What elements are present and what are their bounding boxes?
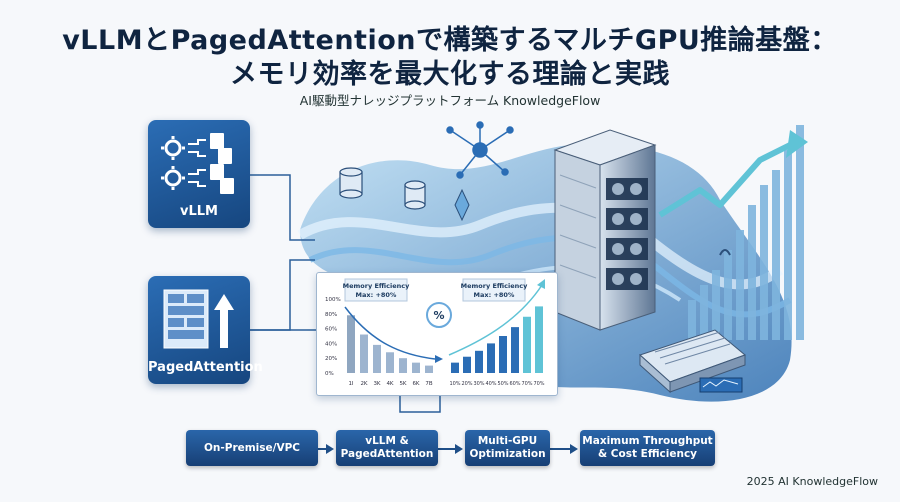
page-title-line1: vLLMとPagedAttentionで構築するマルチGPU推論基盤： — [62, 25, 838, 56]
right-x-tick-label: 60% — [509, 381, 520, 387]
refresh-icon — [426, 302, 452, 328]
vllm-card-label: vLLM — [180, 204, 218, 219]
right-x-tick-label: 10% — [449, 381, 460, 387]
memory-efficiency-panel: Memory Efficiency Max: +80% Memory Effic… — [316, 272, 558, 396]
center-symbol: % — [433, 309, 444, 322]
left-callout-title: Memory Efficiency — [343, 282, 410, 290]
growth-arrow — [658, 142, 792, 218]
growth-bars — [688, 125, 804, 340]
memory-blocks-icon — [163, 289, 234, 349]
gpu-card-icon — [639, 329, 746, 394]
right-bar — [487, 343, 495, 373]
left-bar — [373, 344, 381, 373]
right-x-tick-label: 30% — [473, 381, 484, 387]
crystal-icon — [454, 188, 470, 222]
left-x-tick-label: 6K — [412, 381, 419, 387]
right-callout-value: Max: +80% — [474, 291, 515, 299]
y-tick-label: 100% — [325, 297, 341, 303]
gears-documents-icon — [161, 133, 234, 194]
right-bar — [475, 350, 483, 373]
flow-arrows — [318, 444, 578, 454]
flow-step-on-premise: On-Premise/VPC — [186, 430, 318, 466]
right-bar — [463, 356, 471, 373]
database-icon — [339, 167, 426, 210]
left-x-tick-label: 3K — [373, 381, 380, 387]
panel-chart: Memory Efficiency Max: +80% Memory Effic… — [325, 278, 545, 387]
growth-arrow-head — [786, 130, 808, 158]
left-bar — [425, 365, 433, 373]
left-bar — [386, 352, 394, 373]
vllm-card: vLLM — [148, 120, 250, 228]
left-bar — [412, 362, 420, 373]
right-bar — [499, 336, 507, 373]
right-x-tick-label: 70% — [533, 381, 544, 387]
connector-lines — [250, 174, 441, 413]
right-x-tick-label: 40% — [485, 381, 496, 387]
network-node — [446, 121, 514, 179]
cable-icon — [719, 249, 731, 256]
footer-credit: 2025 AI KnowledgeFlow — [746, 475, 878, 488]
left-bar — [347, 315, 355, 373]
y-axis-ticks: 100% 80% 60% 40% 20% 0% — [325, 297, 341, 377]
left-trend-curve — [344, 306, 436, 360]
server-rack-icon — [553, 129, 657, 331]
left-bar — [360, 334, 368, 373]
pagedattention-card: PagedAttention — [148, 276, 263, 384]
y-tick-label: 80% — [325, 312, 337, 318]
right-x-ticks: 10%20%30%40%50%60%70%70% — [449, 381, 544, 387]
left-callout-value: Max: +80% — [356, 291, 397, 299]
right-x-tick-label: 20% — [461, 381, 472, 387]
right-callout-title: Memory Efficiency — [461, 282, 528, 290]
y-tick-label: 60% — [325, 327, 337, 333]
left-x-tick-label: 7B — [425, 381, 432, 387]
right-trend-curve — [448, 284, 543, 356]
flow-step-multi-gpu: Multi-GPU Optimization — [465, 430, 550, 466]
left-x-tick-label: 1I — [348, 381, 353, 387]
y-tick-label: 0% — [325, 371, 334, 377]
right-bar — [535, 306, 543, 373]
right-x-tick-label: 70% — [521, 381, 532, 387]
left-bars — [347, 315, 433, 373]
right-bar — [451, 362, 459, 373]
right-bar — [511, 327, 519, 373]
right-bars — [451, 306, 543, 373]
right-bar — [523, 316, 531, 373]
left-x-ticks: 1I 2K 3K 4K 5K 6K 7B — [348, 381, 432, 387]
page-subtitle: AI駆動型ナレッジプラットフォーム KnowledgeFlow — [299, 93, 601, 108]
left-x-tick-label: 2K — [360, 381, 367, 387]
page-title-line2: メモリ効率を最大化する理論と実践 — [230, 59, 670, 90]
right-x-tick-label: 50% — [497, 381, 508, 387]
flow-step-vllm-pagedattention: vLLM & PagedAttention — [336, 430, 438, 466]
left-bar — [399, 358, 407, 373]
left-x-tick-label: 4K — [386, 381, 393, 387]
y-tick-label: 20% — [325, 356, 337, 362]
left-x-tick-label: 5K — [399, 381, 406, 387]
y-tick-label: 40% — [325, 341, 337, 347]
flow-step-max-throughput: Maximum Throughput & Cost Efficiency — [580, 430, 715, 466]
pagedattention-card-label: PagedAttention — [148, 360, 263, 375]
